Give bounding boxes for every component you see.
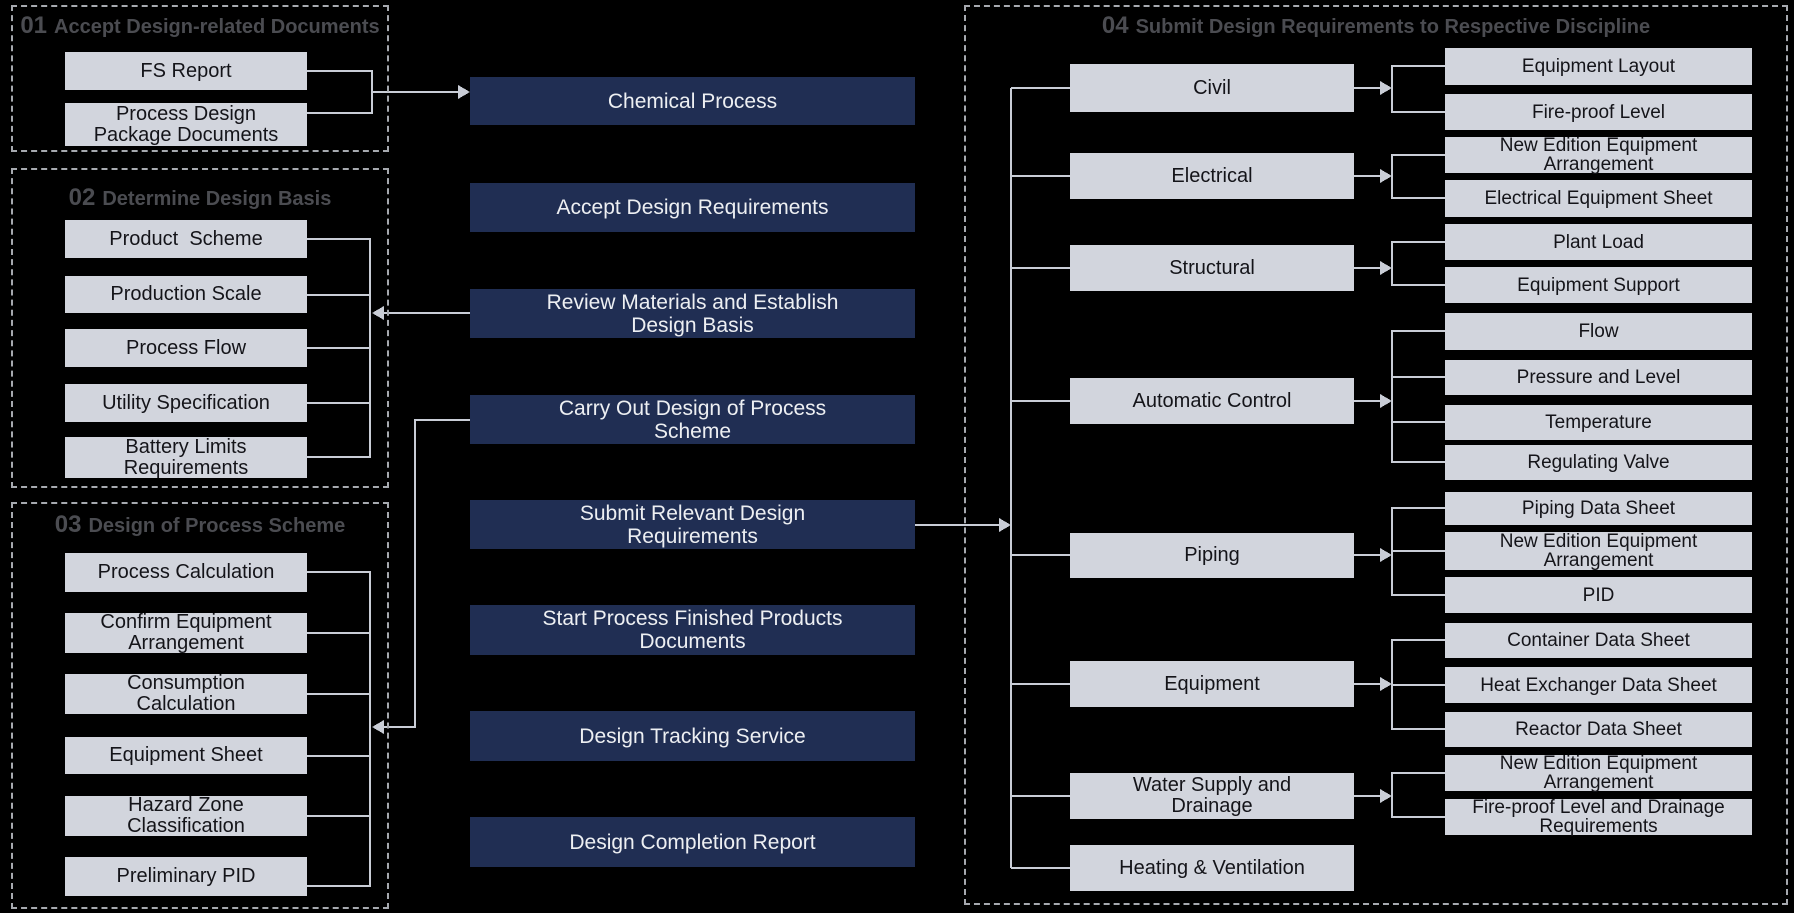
output-temperature: Temperature	[1445, 405, 1752, 440]
box-battery-limits-requirements: Battery Limits Requirements	[65, 436, 307, 478]
step-review-materials-and-establish-design-basis: Review Materials and Establish Design Ba…	[470, 289, 915, 338]
group-03-title-text: Design of Process Scheme	[88, 515, 346, 537]
output-fire-proof-level: Fire-proof Level	[1445, 94, 1752, 130]
output-new-edition-equipment-arrangement-electrical: New Edition Equipment Arrangement	[1445, 136, 1752, 174]
box-process-design-package-documents: Process Design Package Documents	[65, 103, 307, 146]
output-reactor-data-sheet: Reactor Data Sheet	[1445, 712, 1752, 747]
output-equipment-support: Equipment Support	[1445, 267, 1752, 303]
box-consumption-calculation: Consumption Calculation	[65, 673, 307, 715]
group-02-title: 02 Determine Design Basis	[11, 184, 389, 212]
discipline-heating-and-ventilation: Heating & Ventilation	[1070, 845, 1354, 891]
group-02-number: 02	[68, 184, 96, 211]
discipline-equipment: Equipment	[1070, 661, 1354, 707]
step-design-completion-report: Design Completion Report	[470, 817, 915, 867]
output-pressure-and-level: Pressure and Level	[1445, 360, 1752, 395]
group-04-number: 04	[1101, 12, 1129, 39]
connector-equipment-outputs	[1354, 639, 1445, 730]
group-04-title: 04 Submit Design Requirements to Respecti…	[964, 12, 1788, 40]
group-02-frame	[11, 168, 389, 488]
box-equipment-sheet: Equipment Sheet	[65, 737, 307, 774]
connector-electrical-outputs	[1354, 154, 1445, 199]
box-process-flow: Process Flow	[65, 329, 307, 367]
connector-review-to-design-basis	[307, 238, 470, 458]
output-new-edition-equipment-arrangement-piping: New Edition Equipment Arrangement	[1445, 532, 1752, 570]
discipline-electrical: Electrical	[1070, 153, 1354, 199]
discipline-structural: Structural	[1070, 245, 1354, 291]
group-03-title: 03 Design of Process Scheme	[11, 511, 389, 539]
box-confirm-equipment-arrangement: Confirm Equipment Arrangement	[65, 612, 307, 654]
step-carry-out-design-of-process-scheme: Carry Out Design of Process Scheme	[470, 395, 915, 444]
group-03-number: 03	[54, 511, 82, 538]
box-preliminary-pid: Preliminary PID	[65, 857, 307, 896]
connector-carryout-to-process-scheme	[307, 419, 470, 887]
output-heat-exchanger-data-sheet: Heat Exchanger Data Sheet	[1445, 667, 1752, 703]
output-flow: Flow	[1445, 313, 1752, 350]
box-production-scale: Production Scale	[65, 276, 307, 313]
connector-structural-outputs	[1354, 241, 1445, 286]
box-utility-specification: Utility Specification	[65, 384, 307, 422]
output-plant-load: Plant Load	[1445, 224, 1752, 260]
step-submit-relevant-design-requirements: Submit Relevant Design Requirements	[470, 500, 915, 549]
output-equipment-layout: Equipment Layout	[1445, 48, 1752, 85]
step-design-tracking-service: Design Tracking Service	[470, 711, 915, 761]
group-01-number: 01	[20, 12, 48, 39]
output-pid: PID	[1445, 577, 1752, 613]
connector-docs-to-chemical-process	[307, 70, 470, 114]
group-01-title: 01 Accept Design-related Documents	[11, 12, 389, 40]
discipline-automatic-control: Automatic Control	[1070, 378, 1354, 424]
discipline-water-supply-and-drainage: Water Supply and Drainage	[1070, 773, 1354, 819]
output-fire-proof-level-and-drainage-requirements: Fire-proof Level and Drainage Requiremen…	[1445, 798, 1752, 836]
connector-automatic-control-outputs	[1354, 330, 1445, 463]
output-piping-data-sheet: Piping Data Sheet	[1445, 492, 1752, 525]
connector-civil-outputs	[1354, 65, 1445, 113]
output-electrical-equipment-sheet: Electrical Equipment Sheet	[1445, 180, 1752, 217]
output-regulating-valve: Regulating Valve	[1445, 445, 1752, 480]
connector-piping-outputs	[1354, 507, 1445, 596]
discipline-civil: Civil	[1070, 64, 1354, 112]
box-hazard-zone-classification: Hazard Zone Classification	[65, 795, 307, 837]
group-04-title-text: Submit Design Requirements to Respective…	[1135, 16, 1651, 38]
group-01-frame	[11, 5, 389, 152]
group-04-frame	[964, 5, 1788, 905]
connector-submit-to-disciplines	[915, 87, 1070, 869]
step-accept-design-requirements: Accept Design Requirements	[470, 183, 915, 232]
box-product-scheme: Product Scheme	[65, 220, 307, 258]
box-fs-report: FS Report	[65, 52, 307, 90]
group-01-title-text: Accept Design-related Documents	[54, 16, 380, 38]
group-03-frame	[11, 502, 389, 909]
output-container-data-sheet: Container Data Sheet	[1445, 623, 1752, 658]
group-02-title-text: Determine Design Basis	[102, 188, 332, 210]
step-chemical-process: Chemical Process	[470, 77, 915, 125]
discipline-piping: Piping	[1070, 533, 1354, 578]
step-start-process-finished-products-documents: Start Process Finished Products Document…	[470, 605, 915, 655]
connector-water-supply-outputs	[1354, 772, 1445, 818]
output-new-edition-equipment-arrangement-water: New Edition Equipment Arrangement	[1445, 754, 1752, 792]
box-process-calculation: Process Calculation	[65, 553, 307, 592]
